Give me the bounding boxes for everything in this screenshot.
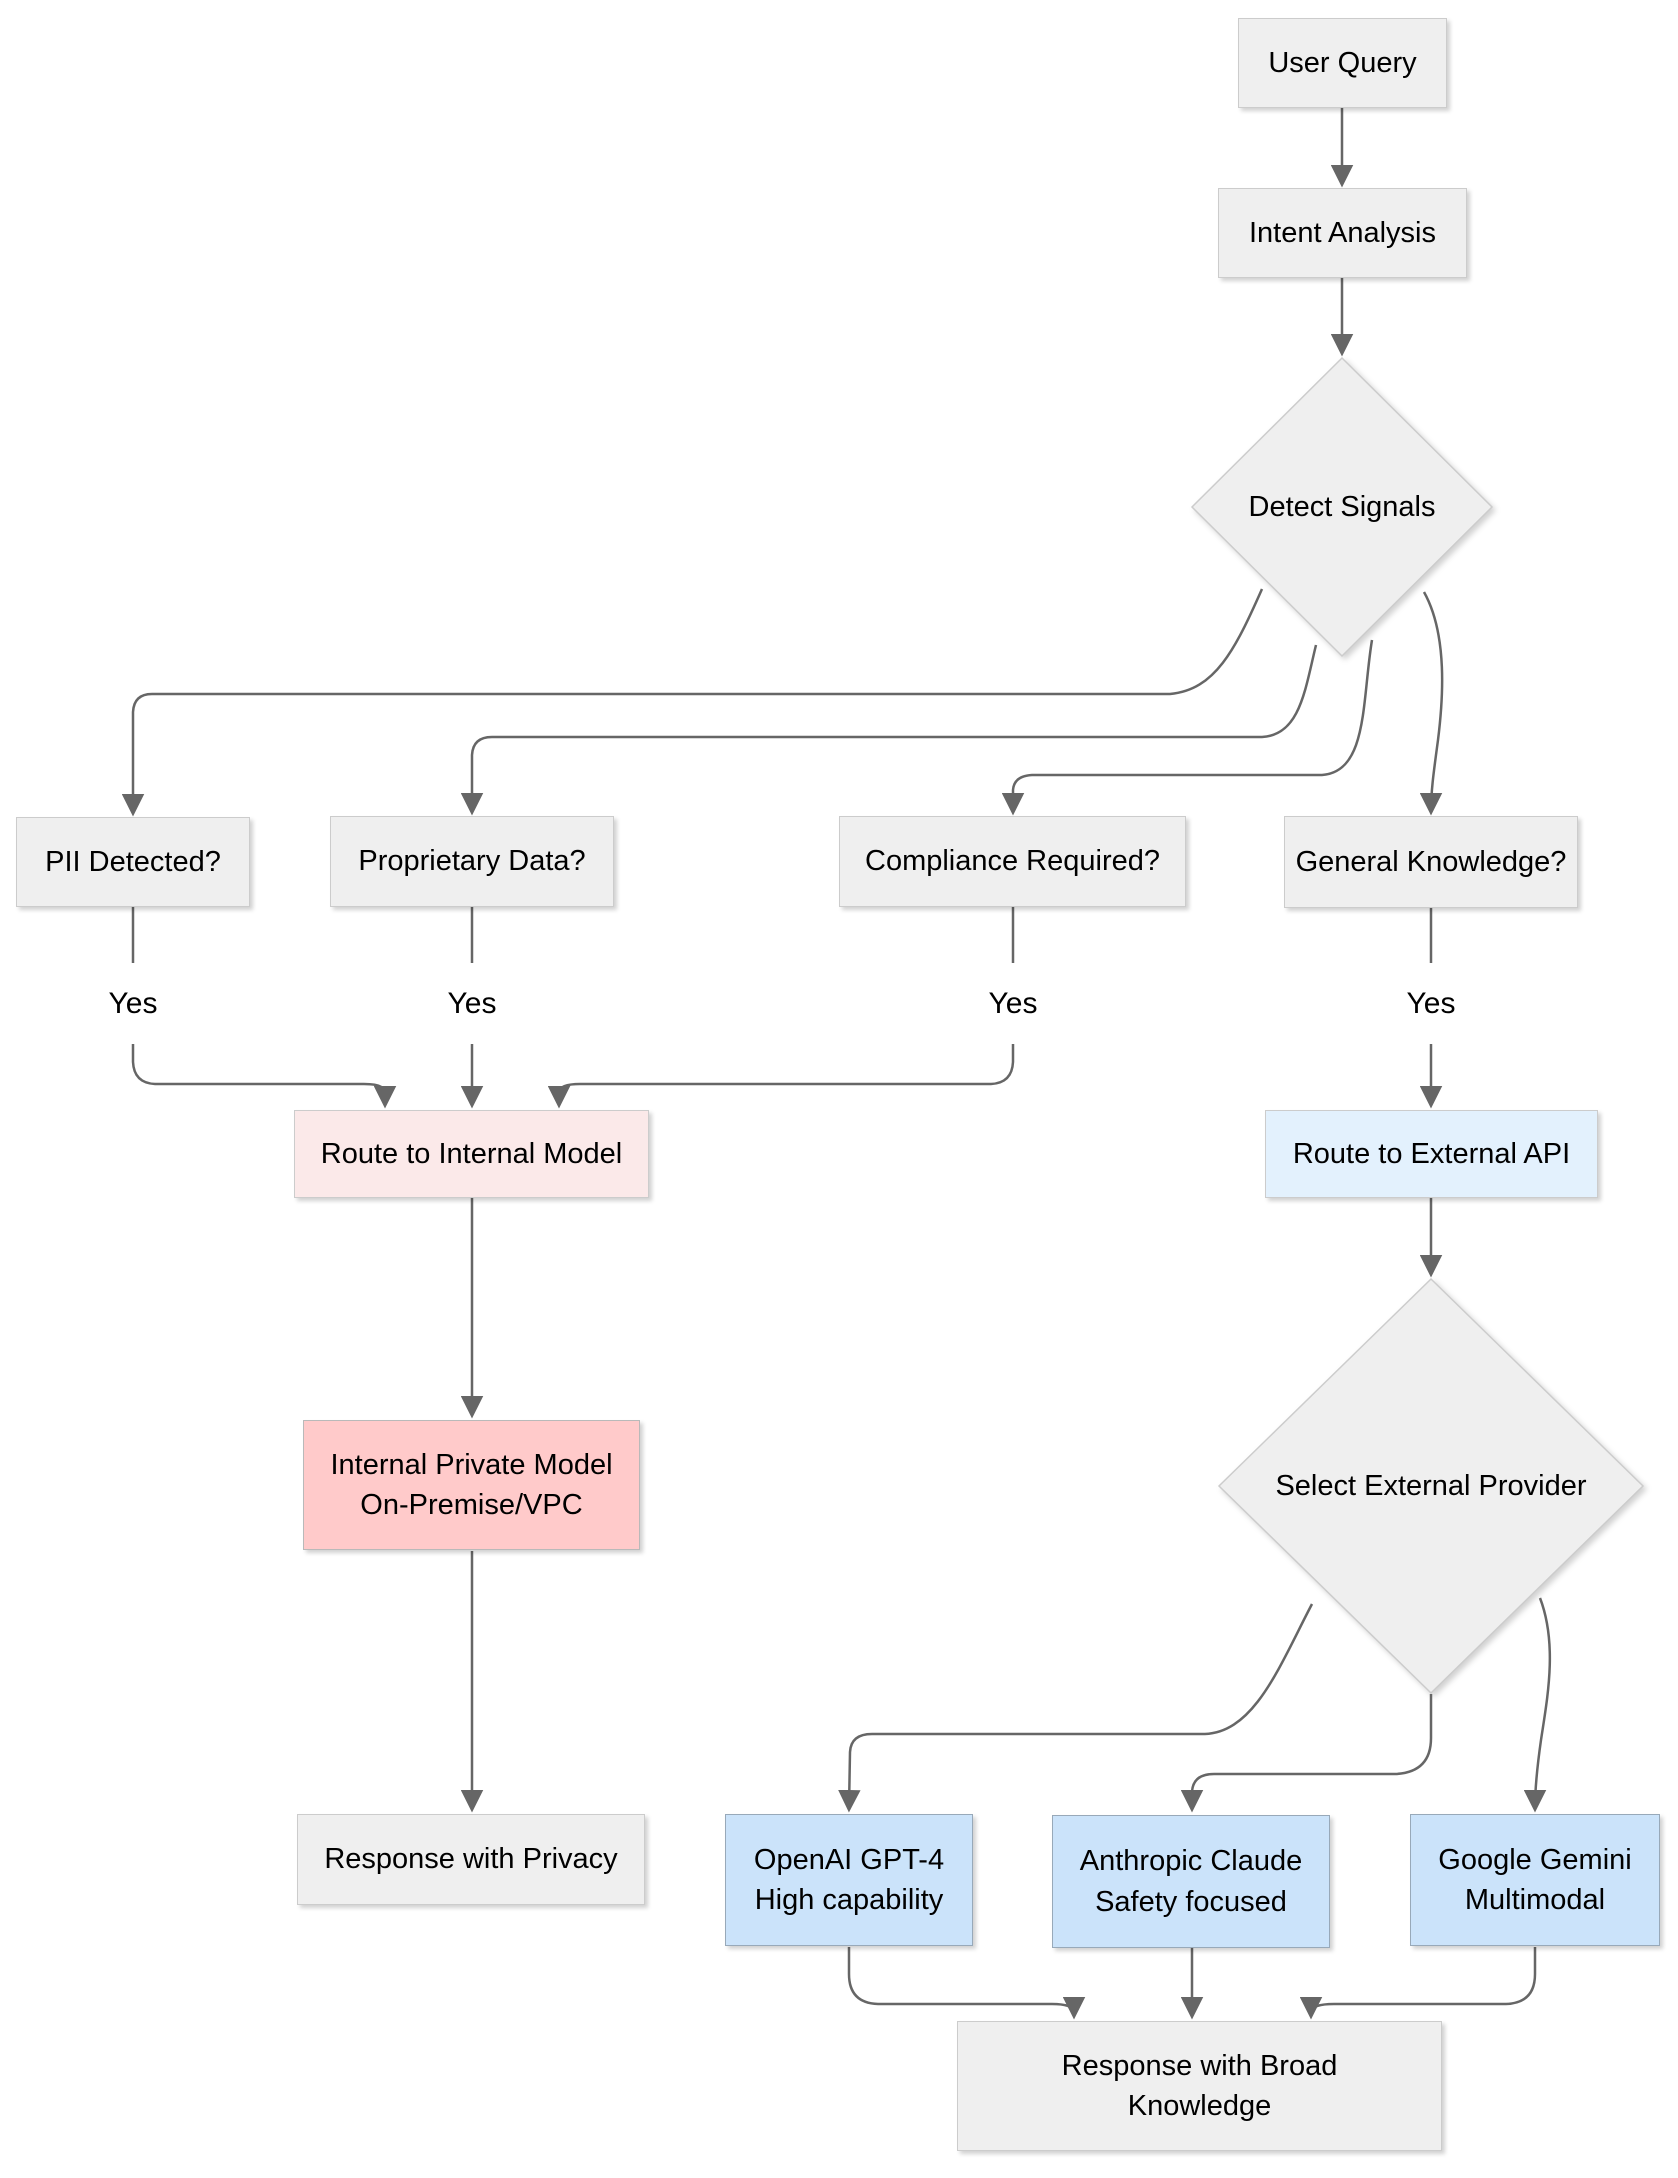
edge-select-to-openai xyxy=(838,1603,1314,1813)
node-user-query-label: User Query xyxy=(1268,46,1417,79)
node-pii-detected: PII Detected? xyxy=(16,817,250,907)
edge-detect-to-compliance xyxy=(1001,639,1374,816)
node-compliance-required: Compliance Required? xyxy=(839,816,1186,907)
edge-openai-to-broad xyxy=(847,1947,1086,2020)
edge-detect-to-pii xyxy=(121,588,1264,817)
node-user-query: User Query xyxy=(1238,18,1447,108)
node-internal-private-model-line1: Internal Private Model xyxy=(330,1448,613,1481)
edge-label-proprietary-yes: Yes xyxy=(438,985,506,1023)
node-route-external: Route to External API xyxy=(1265,1110,1598,1198)
node-google-gemini-line2: Multimodal xyxy=(1464,1884,1606,1916)
node-intent-analysis-label: Intent Analysis xyxy=(1249,216,1436,249)
edge-label-pii-yes: Yes xyxy=(99,985,167,1023)
node-openai-gpt4-line1: OpenAI GPT-4 xyxy=(753,1843,945,1876)
node-response-broad-line2: Knowledge xyxy=(1127,2090,1272,2122)
node-anthropic-claude-line1: Anthropic Claude xyxy=(1079,1845,1303,1878)
node-compliance-required-label: Compliance Required? xyxy=(865,845,1160,878)
node-select-provider: Select External Provider xyxy=(1231,1456,1631,1516)
node-google-gemini-line1: Google Gemini xyxy=(1438,1843,1632,1876)
edge-compliance-yes-lower xyxy=(547,1044,1015,1109)
node-select-provider-label: Select External Provider xyxy=(1275,1469,1587,1502)
node-proprietary-data-label: Proprietary Data? xyxy=(358,845,586,878)
node-internal-private-model-line2: On-Premise/VPC xyxy=(360,1489,583,1521)
edge-select-to-gemini xyxy=(1523,1597,1552,1813)
node-internal-private-model: Internal Private Model On-Premise/VPC xyxy=(303,1420,640,1550)
node-openai-gpt4-line2: High capability xyxy=(754,1884,944,1916)
edge-label-general-yes: Yes xyxy=(1397,985,1465,1023)
node-proprietary-data: Proprietary Data? xyxy=(330,816,614,907)
node-general-knowledge: General Knowledge? xyxy=(1284,816,1578,908)
node-route-external-label: Route to External API xyxy=(1292,1137,1571,1170)
edge-pii-yes-lower xyxy=(131,1044,397,1109)
edge-gemini-to-broad xyxy=(1299,1947,1537,2020)
node-anthropic-claude-line2: Safety focused xyxy=(1095,1885,1287,1918)
detect-signals-diamond-shape xyxy=(1190,356,1494,658)
edge-detect-to-proprietary xyxy=(460,644,1318,816)
node-detect-signals-label: Detect Signals xyxy=(1248,490,1436,523)
edge-detect-to-general xyxy=(1419,591,1444,816)
node-pii-detected-label: PII Detected? xyxy=(45,845,221,878)
node-openai-gpt4: OpenAI GPT-4 High capability xyxy=(725,1814,973,1946)
edge-select-to-anthropic xyxy=(1180,1694,1433,1813)
node-detect-signals: Detect Signals xyxy=(1192,477,1492,537)
node-anthropic-claude: Anthropic Claude Safety focused xyxy=(1052,1815,1330,1948)
node-intent-analysis: Intent Analysis xyxy=(1218,188,1467,278)
select-provider-diamond-shape xyxy=(1217,1277,1645,1695)
node-general-knowledge-label: General Knowledge? xyxy=(1295,845,1567,878)
node-google-gemini: Google Gemini Multimodal xyxy=(1410,1814,1660,1946)
node-response-privacy: Response with Privacy xyxy=(297,1814,645,1905)
node-response-broad-line1: Response with Broad xyxy=(1061,2049,1338,2082)
edge-label-compliance-yes: Yes xyxy=(979,985,1047,1023)
node-route-internal: Route to Internal Model xyxy=(294,1110,649,1198)
node-response-broad: Response with Broad Knowledge xyxy=(957,2021,1442,2151)
node-response-privacy-label: Response with Privacy xyxy=(324,1843,618,1876)
node-route-internal-label: Route to Internal Model xyxy=(320,1137,623,1170)
